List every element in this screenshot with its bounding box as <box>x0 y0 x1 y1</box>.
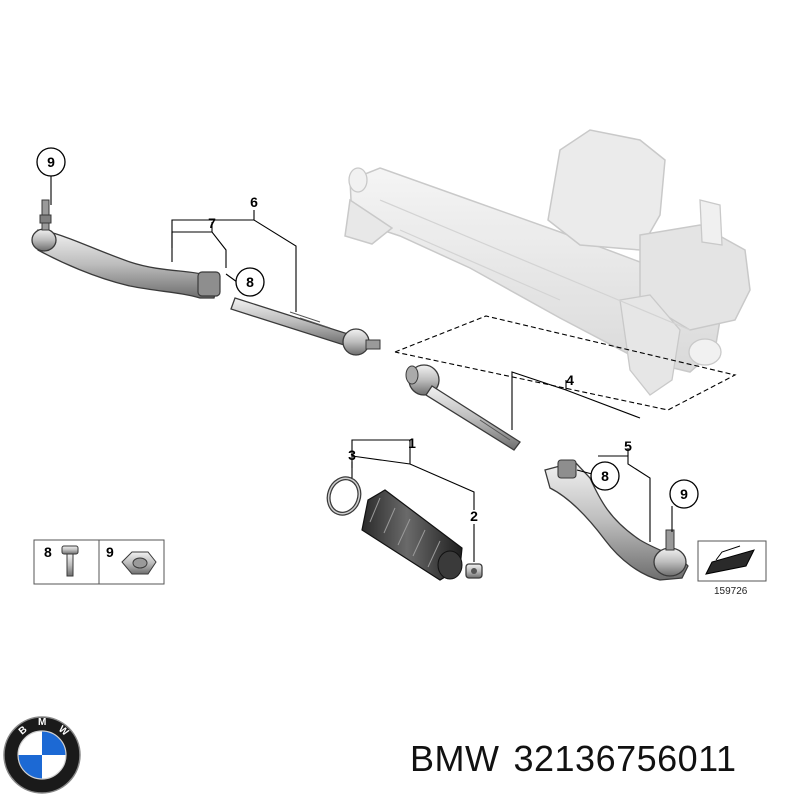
steering-gear-ghost <box>344 129 751 396</box>
diagram-number: 159726 <box>714 586 748 597</box>
callout-7: 7 <box>208 215 216 231</box>
callout-8-right: 8 <box>590 461 620 491</box>
callout-3: 3 <box>348 447 356 463</box>
legend-label-9: 9 <box>106 544 114 560</box>
bolt-icon <box>61 545 79 577</box>
svg-text:8: 8 <box>601 468 609 484</box>
callout-5: 5 <box>624 438 632 454</box>
caption-part-number: 32136756011 <box>513 738 737 779</box>
leader-lines <box>50 176 737 562</box>
callout-9-right: 9 <box>669 479 699 509</box>
bmw-logo: B M W <box>3 716 81 794</box>
logo-letter-m: M <box>38 717 46 728</box>
svg-text:8: 8 <box>246 274 254 290</box>
right-tie-rod-end <box>544 459 689 581</box>
small-clamp <box>465 563 483 579</box>
callout-2: 2 <box>470 508 478 524</box>
part-caption: BMW 32136756011 <box>410 738 737 780</box>
nut-icon <box>121 551 157 575</box>
callout-4: 4 <box>566 372 574 388</box>
right-inner-tie-rod <box>405 364 521 451</box>
direction-indicator <box>697 540 767 582</box>
fastener-legend: 8 9 <box>33 539 165 585</box>
callout-1: 1 <box>408 435 416 451</box>
caption-brand: BMW <box>410 738 500 779</box>
callout-6: 6 <box>250 194 258 210</box>
bellows-boot <box>361 489 463 581</box>
callout-8-left: 8 <box>235 267 265 297</box>
callout-9-left: 9 <box>36 147 66 177</box>
left-inner-tie-rod <box>230 297 381 356</box>
clamp-ring <box>326 476 362 516</box>
svg-text:9: 9 <box>47 154 55 170</box>
left-tie-rod-end <box>31 199 221 299</box>
legend-label-8: 8 <box>44 544 52 560</box>
svg-text:9: 9 <box>680 486 688 502</box>
